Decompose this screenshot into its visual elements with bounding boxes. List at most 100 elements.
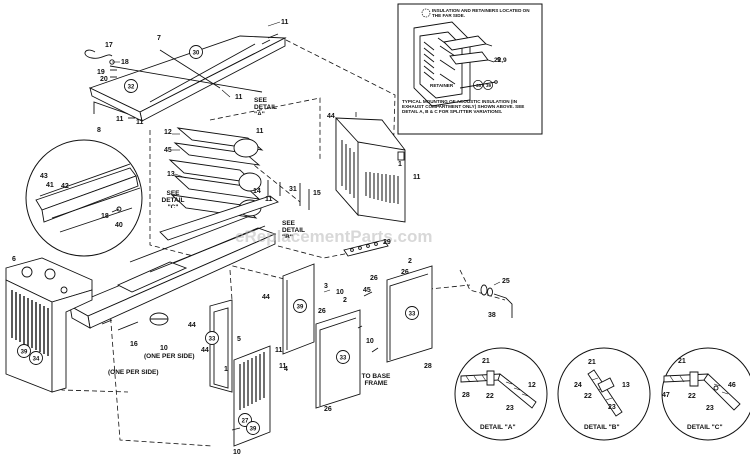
part-number: 2 bbox=[343, 297, 347, 304]
detail-b-part: 24 bbox=[574, 382, 582, 389]
part-number: 26 bbox=[370, 275, 378, 282]
part-number: 1 bbox=[398, 161, 402, 168]
detail-b-part: 13 bbox=[622, 382, 630, 389]
see-detail-b-label: SEE DETAIL "B" bbox=[282, 220, 305, 238]
end-panel-6 bbox=[5, 257, 93, 393]
insulation-inset bbox=[397, 3, 543, 135]
part-number: 44 bbox=[327, 113, 335, 120]
detail-a bbox=[454, 347, 548, 441]
part-number: 11 bbox=[116, 116, 124, 123]
part-number: 6 bbox=[12, 256, 16, 263]
bracket-8 bbox=[93, 101, 135, 119]
part-number: 12 bbox=[164, 129, 172, 136]
circled-part: 39 bbox=[250, 427, 257, 433]
part-number: 5 bbox=[237, 336, 241, 343]
part-number: 45 bbox=[363, 287, 371, 294]
part-number: 26 bbox=[324, 406, 332, 413]
fasteners bbox=[231, 291, 379, 431]
part-number: 8 bbox=[97, 127, 101, 134]
part-number: 38 bbox=[488, 312, 496, 319]
circled-part-callouts: 30 32 39 34 39 33 33 27 39 33 bbox=[17, 45, 419, 435]
part-number: 31 bbox=[289, 186, 297, 193]
part-number: 20 bbox=[100, 76, 108, 83]
part-number: 43 bbox=[40, 173, 48, 180]
circled-part: 32 bbox=[128, 85, 135, 91]
detail-c-part: 23 bbox=[706, 405, 714, 412]
circled-part: 39 bbox=[21, 350, 28, 356]
leader-lines bbox=[112, 21, 501, 293]
circled-part: 33 bbox=[409, 312, 416, 318]
part-number: 10 bbox=[336, 289, 344, 296]
circled-part: 27 bbox=[242, 419, 249, 425]
detail-c-part: 47 bbox=[662, 392, 670, 399]
part-number: 11 bbox=[256, 128, 264, 135]
cable-assembly bbox=[84, 49, 117, 78]
detail-a-part: 28 bbox=[462, 392, 470, 399]
part-number: 11 bbox=[413, 174, 421, 181]
watermark: eReplacementParts.com bbox=[235, 227, 432, 246]
part-number: 16 bbox=[130, 341, 138, 348]
part-number: 14 bbox=[253, 188, 261, 195]
part-number: 4 bbox=[284, 366, 288, 373]
inset-retainer-circle-2: 39 bbox=[486, 83, 492, 88]
detail-b-title: DETAIL "B" bbox=[584, 424, 620, 431]
part-number: 17 bbox=[105, 42, 113, 49]
detail-c-part: 46 bbox=[728, 382, 736, 389]
part-number: 41 bbox=[46, 182, 54, 189]
part-number: 40 bbox=[115, 222, 123, 229]
part-number: 9 bbox=[497, 57, 501, 64]
part-number: 10 bbox=[160, 345, 168, 352]
detail-c-part: 22 bbox=[688, 393, 696, 400]
panel-5 bbox=[209, 299, 233, 393]
part-number: 42 bbox=[61, 183, 69, 190]
part-number: 45 bbox=[164, 147, 172, 154]
part-number: 44 bbox=[262, 294, 270, 301]
one-per-side-label-2: (ONE PER SIDE) bbox=[108, 369, 159, 376]
inset-retainer-label: RETAINER bbox=[430, 83, 454, 88]
inset-caption: TYPICAL MOUNTING OF ACOUSTIC INSULATION … bbox=[402, 99, 525, 115]
detail-a-part: 22 bbox=[486, 393, 494, 400]
part-number: 28 bbox=[424, 363, 432, 370]
detail-b-part: 22 bbox=[584, 393, 592, 400]
part-number: 11 bbox=[279, 363, 287, 370]
roof-panel bbox=[88, 33, 287, 122]
circled-part: 39 bbox=[297, 305, 304, 311]
circled-part: 33 bbox=[340, 356, 347, 362]
part-number: 11 bbox=[265, 196, 273, 203]
circled-part: 33 bbox=[209, 337, 216, 343]
part-number: 29 bbox=[383, 239, 391, 246]
part-number: 3 bbox=[324, 283, 328, 290]
inset-callout-part: 22,9 bbox=[494, 57, 507, 64]
detail-a-part: 23 bbox=[506, 405, 514, 412]
see-detail-a-label: SEE DETAIL "A" bbox=[254, 97, 277, 115]
detail-a-title: DETAIL "A" bbox=[480, 424, 516, 431]
part-number: 11 bbox=[136, 119, 144, 126]
splitter-panels bbox=[168, 127, 310, 219]
detail-c bbox=[661, 347, 750, 441]
side-panel-1 bbox=[335, 116, 406, 223]
part-number: 10 bbox=[366, 338, 374, 345]
latch-assembly bbox=[480, 284, 513, 318]
part-number: 13 bbox=[167, 171, 175, 178]
detail-b-part: 23 bbox=[608, 404, 616, 411]
part-number: 25 bbox=[502, 278, 510, 285]
part-number: 18 bbox=[101, 213, 109, 220]
inset-retainer-circle-1: 35 bbox=[476, 83, 482, 88]
detail-b-part: 21 bbox=[588, 359, 596, 366]
part-number: 10 bbox=[233, 449, 241, 456]
detail-c-title: DETAIL "C" bbox=[687, 424, 723, 431]
detail-a-part: 21 bbox=[482, 358, 490, 365]
to-base-frame-label: TO BASE FRAME bbox=[361, 373, 391, 387]
part-number: 11 bbox=[235, 94, 243, 101]
inset-legend-note: INSULATION AND RETAINERS LOCATED ON THE … bbox=[432, 8, 530, 18]
detail-c-part: 21 bbox=[678, 358, 686, 365]
part-number: 1 bbox=[224, 366, 228, 373]
part-number: 19 bbox=[97, 69, 105, 76]
see-detail-c-label: SEE DETAIL "C" bbox=[161, 190, 185, 208]
part-number: 2 bbox=[408, 258, 412, 265]
part-number: 44 bbox=[201, 347, 209, 354]
hardware-strip bbox=[343, 239, 389, 257]
one-per-side-label-1: (ONE PER SIDE) bbox=[144, 353, 195, 360]
part-number: 7 bbox=[157, 35, 161, 42]
rail-detail-circle bbox=[25, 139, 143, 257]
